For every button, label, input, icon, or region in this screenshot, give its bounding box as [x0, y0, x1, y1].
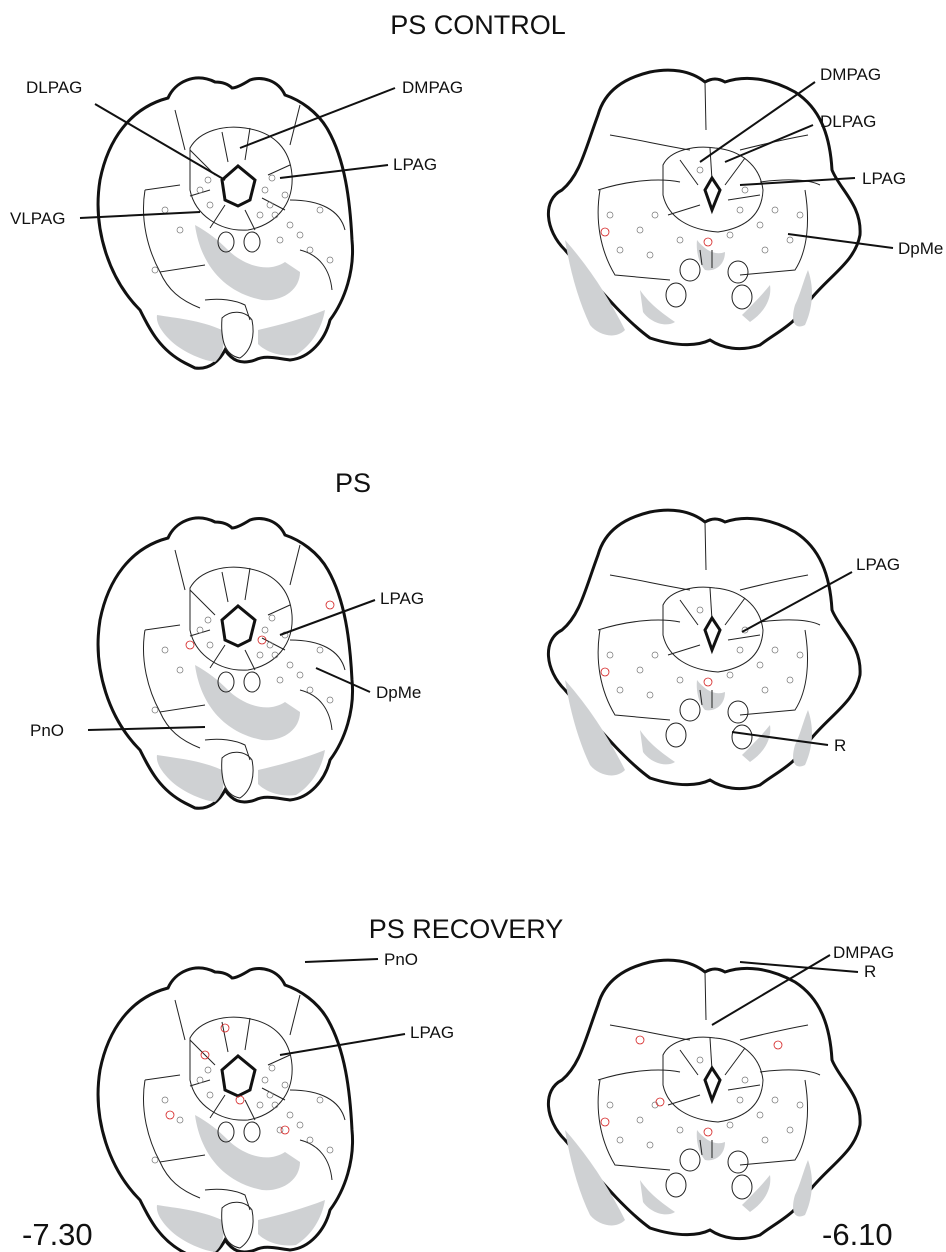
section-ps-control-left: [98, 78, 352, 368]
label-dpme: DpMe: [898, 239, 943, 258]
label-lpag: LPAG: [862, 169, 906, 188]
level-left: -7.30: [22, 1217, 93, 1252]
label-lpag: LPAG: [410, 1023, 454, 1042]
title-ps-recovery: PS RECOVERY: [369, 914, 564, 944]
section-ps-recovery-right: [548, 960, 860, 1238]
label-lpag: LPAG: [380, 589, 424, 608]
label-dlpag: DLPAG: [26, 78, 82, 97]
label-r: R: [834, 736, 846, 755]
section-ps-right: [548, 510, 860, 788]
section-ps-left: [98, 518, 352, 808]
level-right: -6.10: [822, 1217, 893, 1252]
label-lpag: LPAG: [393, 155, 437, 174]
label-vlpag: VLPAG: [10, 209, 65, 228]
section-ps-control-right: [548, 70, 860, 348]
label-dpme: DpMe: [376, 683, 421, 702]
title-ps: PS: [335, 468, 371, 498]
label-dmpag: DMPAG: [833, 943, 894, 962]
label-r: R: [864, 962, 876, 981]
label-pno: PnO: [384, 950, 418, 969]
label-pno: PnO: [30, 721, 64, 740]
label-dmpag: DMPAG: [820, 65, 881, 84]
title-ps-control: PS CONTROL: [390, 10, 566, 40]
label-dlpag: DLPAG: [820, 112, 876, 131]
label-dmpag: DMPAG: [402, 78, 463, 97]
section-ps-recovery-left: [98, 968, 352, 1252]
label-lpag: LPAG: [856, 555, 900, 574]
